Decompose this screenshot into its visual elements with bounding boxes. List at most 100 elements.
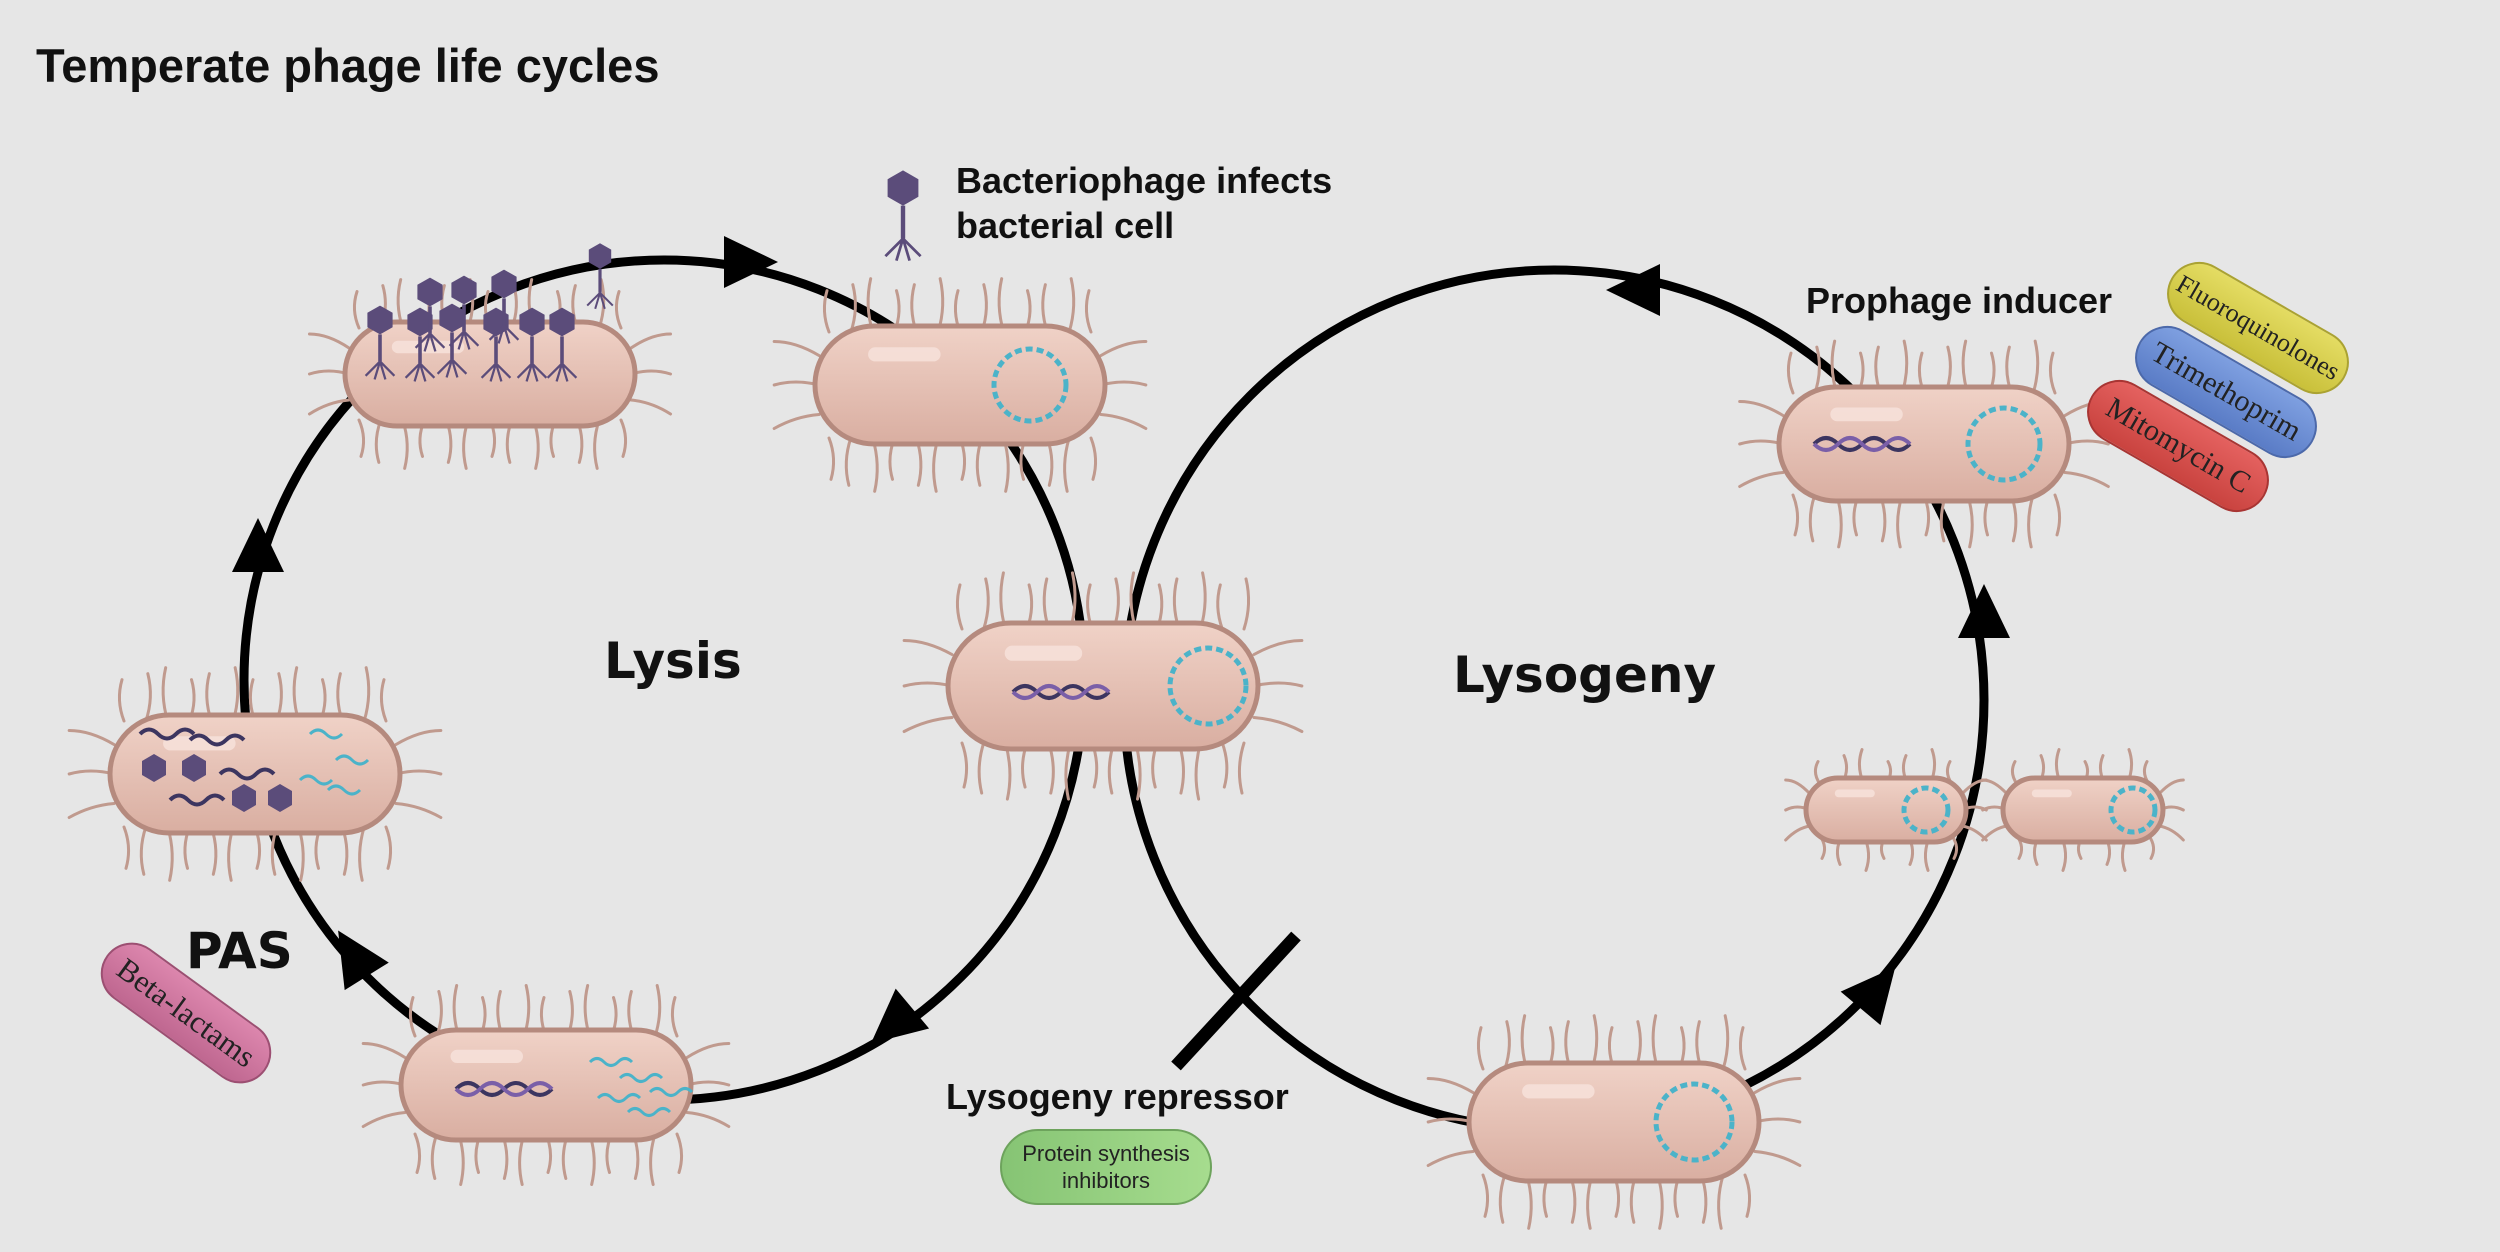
phage-legs [516, 362, 548, 382]
cell-body [1776, 384, 2072, 504]
phage-genome-icon [188, 733, 246, 747]
bacteriophage-icon [448, 275, 480, 350]
cell-body [812, 323, 1108, 447]
phage-legs [364, 360, 396, 380]
bursting-cell [307, 278, 673, 470]
phage-genome-icon [1011, 684, 1111, 700]
phage-genome-icon [454, 1081, 554, 1097]
phage-head [451, 275, 477, 305]
phage-legs [448, 330, 480, 350]
phage-legs [480, 362, 512, 382]
replicating-dna [588, 1057, 694, 1117]
prophage-inducer-label: Prophage inducer [1806, 280, 2113, 321]
plasmid-fragment [308, 728, 344, 740]
bacteriophage-icon [884, 170, 922, 261]
page-title: Temperate phage life cycles [36, 39, 660, 92]
circular-dna-icon [2108, 785, 2158, 835]
phage-head [232, 784, 256, 812]
plasmid-fragment [588, 1057, 634, 1067]
phage-legs [546, 362, 578, 382]
replicating-cell [361, 984, 731, 1186]
bacteriophage-icon [516, 307, 548, 382]
phage-head [407, 307, 433, 337]
plasmid-fragment [618, 1073, 664, 1083]
phage-head [268, 784, 292, 812]
central-lysogen-cell [902, 571, 1304, 801]
cell-highlight [868, 347, 941, 362]
cell-highlight [163, 736, 236, 751]
cell-highlight [2031, 789, 2072, 798]
lysogeny-label: Lysogeny [1453, 646, 1717, 704]
released-phages [364, 243, 614, 382]
phage-genome-icon [168, 793, 226, 807]
circular-dna-icon [1901, 785, 1951, 835]
infection-label-line-1: Bacteriophage infects [956, 160, 1333, 201]
bacteriophage-icon [586, 243, 614, 310]
cell-body [342, 319, 638, 429]
dividing-cell-left [1784, 748, 1988, 872]
cycle-arrowhead-7 [1840, 967, 1896, 1026]
plasmid-fragment [334, 754, 370, 766]
pill-text-line-2: inhibitors [1061, 1168, 1151, 1193]
phage-legs [414, 332, 446, 352]
pas-label: PAS [186, 922, 293, 980]
cycle-arrowhead-2 [232, 518, 284, 572]
bacteriophage-icon [436, 303, 468, 378]
pili [1784, 748, 1988, 872]
phage-head [588, 243, 612, 269]
plasmid-fragment [298, 774, 334, 786]
bacteriophage-icon [488, 269, 520, 344]
lysis-label: Lysis [604, 632, 742, 690]
lysogeny-repressor-label: Lysogeny repressor [946, 1076, 1289, 1117]
cycle-arrowhead-1 [724, 236, 778, 288]
phage-head [519, 307, 545, 337]
phage-head [439, 303, 465, 333]
cell-highlight [1834, 789, 1875, 798]
infected-cell [772, 277, 1148, 493]
infection-label-line-2: bacterial cell [956, 205, 1175, 246]
bacteriophage-icon [414, 277, 446, 352]
plasmid-fragment [596, 1093, 642, 1103]
cycle-arrowhead-4 [871, 988, 930, 1044]
phage-head [142, 754, 166, 782]
bacterial-cells [67, 170, 2185, 1230]
pill-text-line-1: Protein synthesis [1022, 1141, 1190, 1166]
repressor-block-bar [1171, 931, 1301, 1071]
protein-synthesis-inhibitors-pill: Protein synthesis inhibitors [1000, 1129, 1212, 1205]
infection-label: Bacteriophage infects bacterial cell [956, 158, 1406, 248]
plasmid-fragment [648, 1087, 694, 1097]
plasmid-fragment [626, 1107, 672, 1117]
phage-head [367, 305, 393, 335]
cell-highlight [1004, 645, 1083, 661]
cell-body [1803, 775, 1969, 845]
cell-body [1466, 1060, 1762, 1184]
circular-dna-icon [1167, 645, 1249, 727]
cell-highlight [391, 340, 465, 354]
cycle-arrowhead-3 [338, 930, 389, 991]
phage-head [887, 170, 919, 206]
phage-legs [586, 292, 614, 310]
bacteriophage-icon [546, 307, 578, 382]
circular-dna-icon [1653, 1081, 1735, 1163]
phage-head [549, 307, 575, 337]
phage-head [417, 277, 443, 307]
induced-lysogen-cell [1738, 339, 2110, 549]
cell-highlight [450, 1049, 523, 1063]
dividing-cell-right [1981, 748, 2185, 872]
cycle-arrowhead-5 [1606, 264, 1660, 316]
cycle-arrowhead-6 [1958, 584, 2010, 638]
phage-legs [404, 362, 436, 382]
phage-legs [488, 324, 520, 344]
circular-dna-icon [1965, 405, 2043, 483]
phage-genome-icon [138, 727, 196, 741]
cycle-arrowheads [232, 236, 2010, 1044]
cell-highlight [1830, 407, 1903, 422]
phage-legs [884, 237, 922, 261]
phage-head [182, 754, 206, 782]
phage-head [491, 269, 517, 299]
circular-dna-icon [991, 346, 1069, 424]
assembly-contents [138, 727, 370, 812]
bacteriophage-icon [364, 305, 396, 380]
